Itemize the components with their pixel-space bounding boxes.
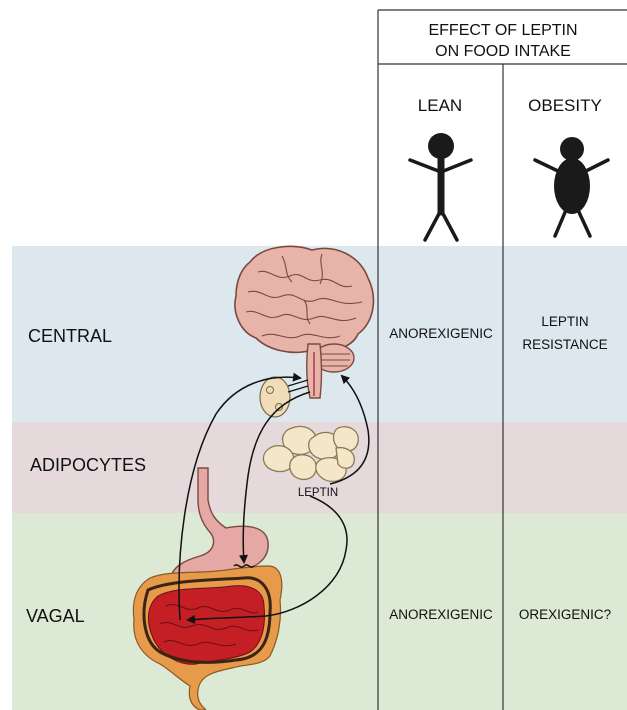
- header-title-line2: ON FOOD INTAKE: [435, 43, 571, 60]
- column-lean-label: LEAN: [418, 96, 462, 115]
- column-obesity-label: OBESITY: [528, 96, 602, 115]
- header-title-line1: EFFECT OF LEPTIN: [428, 22, 577, 39]
- row-label-adipocytes: ADIPOCYTES: [30, 455, 146, 475]
- leptin-label: LEPTIN: [298, 487, 338, 499]
- cell-vagal-lean: ANOREXIGENIC: [389, 607, 493, 622]
- cell-central-obesity-line1: LEPTIN: [541, 314, 588, 329]
- small-intestine-icon: [148, 586, 264, 665]
- row-label-vagal: VAGAL: [26, 606, 85, 626]
- cell-central-obesity-line2: RESISTANCE: [522, 337, 607, 352]
- cell-vagal-obesity: OREXIGENIC?: [519, 607, 611, 622]
- lean-figure-icon: [410, 133, 471, 240]
- row-label-central: CENTRAL: [28, 326, 112, 346]
- obese-figure-icon: [535, 137, 608, 236]
- cell-central-lean: ANOREXIGENIC: [389, 326, 493, 341]
